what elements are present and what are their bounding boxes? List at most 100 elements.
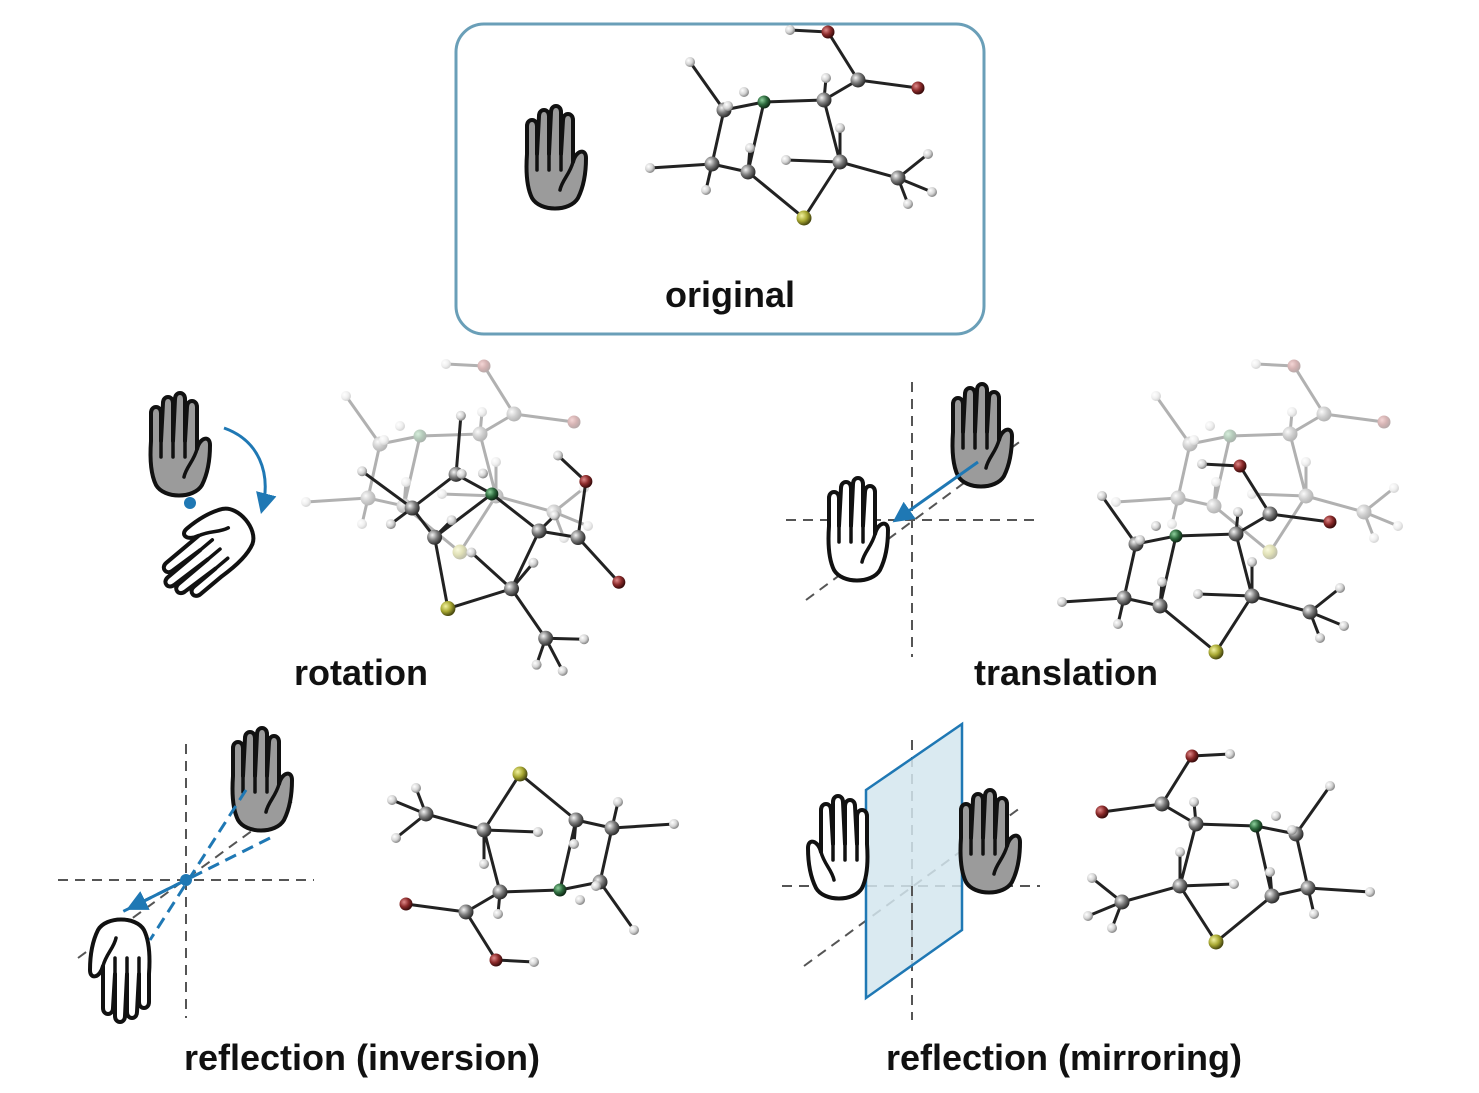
atom-H — [1271, 811, 1281, 821]
raised-hand-icon — [958, 788, 1022, 895]
bond — [411, 473, 457, 510]
mirror-plane-icon — [864, 721, 964, 1001]
atom-H — [531, 659, 542, 670]
atom-H — [491, 457, 501, 467]
bond — [763, 98, 825, 104]
inversion-arrow-icon — [126, 878, 187, 910]
atom-O — [1233, 459, 1247, 473]
atom-H — [301, 497, 311, 507]
atom-N — [485, 487, 499, 501]
molecule-mirroring — [1083, 749, 1375, 950]
atom-H — [1135, 535, 1145, 545]
bond — [1122, 543, 1138, 599]
atom-C — [1228, 526, 1244, 542]
atom-C — [1356, 504, 1372, 520]
bond — [405, 902, 467, 914]
atom-O — [1377, 415, 1391, 429]
atom-C — [704, 156, 720, 172]
atom-C — [890, 170, 906, 186]
atom-H — [629, 925, 639, 935]
atom-H — [903, 199, 913, 209]
label-mirroring: reflection (mirroring) — [886, 1037, 1242, 1078]
bond — [1197, 592, 1253, 598]
label-original: original — [665, 274, 795, 315]
atom-C — [1298, 488, 1314, 504]
bond — [576, 481, 588, 538]
bond — [425, 812, 485, 832]
atom-H — [395, 421, 405, 431]
bond — [1251, 594, 1311, 614]
atom-H — [701, 185, 711, 195]
bond — [464, 911, 498, 961]
atom-H — [1339, 621, 1349, 631]
atom-O — [579, 474, 593, 488]
atom-O — [489, 953, 503, 967]
atom-C — [1262, 506, 1278, 522]
bond — [366, 443, 382, 499]
bond — [482, 365, 516, 415]
atom-H — [591, 881, 601, 891]
atom-S — [452, 544, 468, 560]
bond — [1160, 755, 1194, 805]
atom-H — [1287, 825, 1297, 835]
bond — [1254, 825, 1274, 897]
bond — [1100, 495, 1138, 545]
bond — [483, 828, 539, 834]
atom-H — [1251, 359, 1261, 369]
atom-H — [781, 155, 791, 165]
atom-H — [1189, 435, 1199, 445]
atom-H — [479, 859, 489, 869]
bond — [857, 78, 919, 90]
atom-H — [579, 634, 590, 645]
atom-C — [740, 164, 756, 180]
raised-hand-icon — [148, 391, 212, 498]
atom-H — [411, 783, 421, 793]
atom-S — [512, 766, 528, 782]
atom-H — [379, 435, 389, 445]
bond — [447, 587, 512, 610]
atom-H — [341, 391, 351, 401]
atom-N — [757, 95, 771, 109]
atom-H — [1309, 909, 1319, 919]
atom-C — [1302, 604, 1318, 620]
original-frame — [454, 22, 986, 336]
atom-H — [533, 827, 543, 837]
bond — [688, 61, 726, 111]
rotate-arrow-icon — [223, 426, 277, 515]
atom-H — [1389, 483, 1399, 493]
atom-H — [1233, 507, 1243, 517]
atom-O — [477, 359, 491, 373]
bond — [802, 161, 842, 219]
atom-H — [1365, 887, 1375, 897]
bond — [1229, 432, 1291, 438]
translation-panel: translation — [786, 359, 1403, 693]
atom-H — [923, 149, 933, 159]
bond — [839, 160, 899, 180]
inverted-hand-icon — [88, 917, 152, 1024]
atom-C — [1244, 588, 1260, 604]
atom-H — [613, 797, 623, 807]
bond — [513, 412, 575, 424]
atom-H — [1211, 477, 1221, 487]
molecule-translation — [1057, 459, 1349, 660]
atom-H — [1393, 521, 1403, 531]
atom-C — [1114, 894, 1130, 910]
inversion-line-upper — [148, 789, 248, 941]
atom-H — [455, 410, 466, 421]
atom-H — [529, 957, 539, 967]
atom-C — [1152, 598, 1168, 614]
atom-H — [583, 521, 593, 531]
atom-H — [387, 795, 397, 805]
bond — [510, 530, 541, 590]
bond — [1154, 395, 1192, 445]
bond — [1179, 882, 1235, 888]
bond — [1307, 886, 1371, 894]
atom-N — [553, 883, 567, 897]
bond — [611, 822, 675, 830]
bond — [495, 494, 555, 514]
bond — [598, 881, 636, 931]
inversion-center-icon — [180, 874, 192, 886]
atom-N — [1169, 529, 1183, 543]
atom-C — [568, 812, 584, 828]
